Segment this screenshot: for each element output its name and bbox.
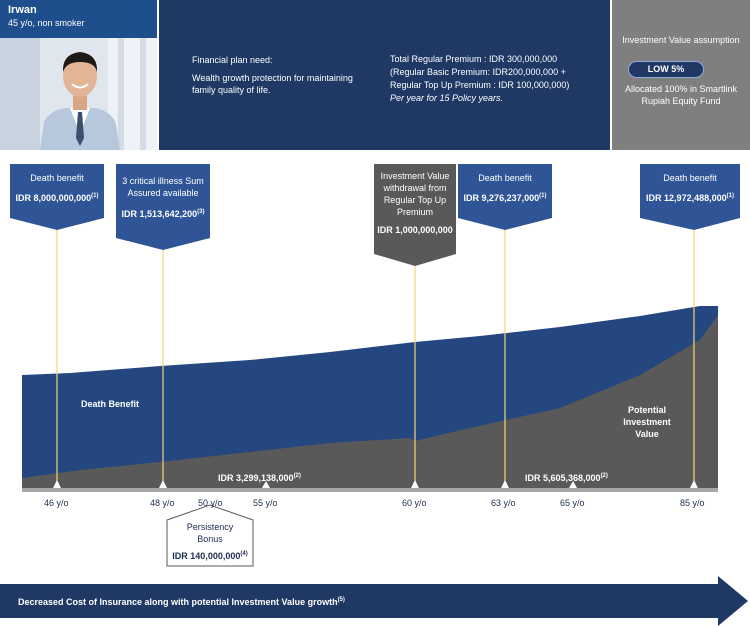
plan-need-body: Wealth growth protection for maintaining… [192,73,353,95]
callout-withdrawal-amount: IDR 1,000,000,000 [377,225,453,235]
footer-text: Decreased Cost of Insurance along with p… [18,597,338,607]
age-label-48: 48 y/o [150,498,175,508]
age-label-46: 46 y/o [44,498,69,508]
age-label-50: 50 y/o [198,498,223,508]
callout-shape-death-46 [10,164,104,230]
callout-death-63: Death benefit IDR 9,276,237,000(1) [458,172,552,204]
profile-name: Irwan [8,4,37,16]
callout-death-46-title: Death benefit [30,173,84,183]
premium-topup: Regular Top Up Premium : IDR 100,000,000… [390,80,570,90]
premium-basic: (Regular Basic Premium: IDR200,000,000 + [390,67,566,77]
callout-death-46: Death benefit IDR 8,000,000,000(1) [10,172,104,204]
policy-timeline-chart [0,164,748,626]
amount-55: IDR 3,299,138,000(2) [218,473,301,483]
amount-55-note: (2) [293,473,301,479]
callout-shape-critical-illness [116,164,210,250]
callout-withdrawal-title: Investment Value withdrawal from Regular… [380,171,450,217]
profile-description: 45 y/o, non smoker [8,18,85,28]
callout-critical-illness-amount: IDR 1,513,642,200 [121,209,198,219]
callout-death-46-note: (1) [91,193,99,199]
callout-shape-death-85 [640,164,740,230]
marker-48 [159,480,167,488]
callout-death-46-amount: IDR 8,000,000,000 [15,193,92,203]
plan-panel [159,0,610,150]
footer-arrow-text: Decreased Cost of Insurance along with p… [18,597,345,607]
callout-death-85-title: Death benefit [663,173,717,183]
assumption-rate-badge: LOW 5% [628,61,704,78]
premium-block: Total Regular Premium : IDR 300,000,000 … [390,53,605,105]
age-label-85: 85 y/o [680,498,705,508]
age-label-63: 63 y/o [491,498,516,508]
assumption-fund: Allocated 100% in Smartlink Rupiah Equit… [624,84,738,106]
callout-shape-withdrawal [374,164,456,266]
persistency-bonus: Persistency Bonus IDR 140,000,000(4) [167,521,253,562]
assumption-title: Investment Value assumption [622,35,740,45]
timeline-axis [22,488,718,492]
callout-death-63-note: (1) [539,193,547,199]
callout-death-85: Death benefit IDR 12,972,488,000(1) [640,172,740,204]
persistency-bonus-shape [166,504,254,567]
callout-shape-death-63 [458,164,552,230]
marker-85 [690,480,698,488]
financial-plan-need: Financial plan need: Wealth growth prote… [192,54,362,96]
age-label-65: 65 y/o [560,498,585,508]
amount-65-note: (2) [600,473,608,479]
marker-55 [262,481,270,488]
investment-value-area [22,315,718,490]
cost-of-insurance-arrow [0,576,748,626]
marker-63 [501,480,509,488]
callout-critical-illness: 3 critical illness Sum Assured available… [116,175,210,220]
callout-death-63-title: Death benefit [478,173,532,183]
age-label-60: 60 y/o [402,498,427,508]
profile-header-bar: Irwan 45 y/o, non smoker [0,0,157,38]
marker-60 [411,480,419,488]
marker-65 [569,481,577,488]
persistency-bonus-amount: IDR 140,000,000 [172,551,241,561]
amount-65-value: IDR 5,605,368,000 [525,473,601,483]
callout-withdrawal: Investment Value withdrawal from Regular… [374,170,456,236]
marker-46 [53,480,61,488]
businessman-portrait-icon [0,38,157,150]
amount-55-value: IDR 3,299,138,000 [218,473,294,483]
footer-note: (5) [337,597,345,603]
age-label-55: 55 y/o [253,498,278,508]
amount-65: IDR 5,605,368,000(2) [525,473,608,483]
death-benefit-label: Death Benefit [80,399,139,409]
premium-total: Total Regular Premium : IDR 300,000,000 [390,54,558,64]
persistency-bonus-note: (4) [240,551,248,557]
persistency-bonus-title: Persistency Bonus [186,522,234,544]
callout-death-63-amount: IDR 9,276,237,000 [463,193,540,203]
callout-critical-illness-note: (3) [197,209,205,215]
callout-death-85-amount: IDR 12,972,488,000 [646,193,727,203]
callout-critical-illness-title: 3 critical illness Sum Assured available [122,176,204,198]
plan-need-title: Financial plan need: [192,55,273,65]
investment-value-label: Potential Investment Value [623,405,671,439]
callout-death-85-note: (1) [726,193,734,199]
premium-period: Per year for 15 Policy years. [390,93,504,103]
